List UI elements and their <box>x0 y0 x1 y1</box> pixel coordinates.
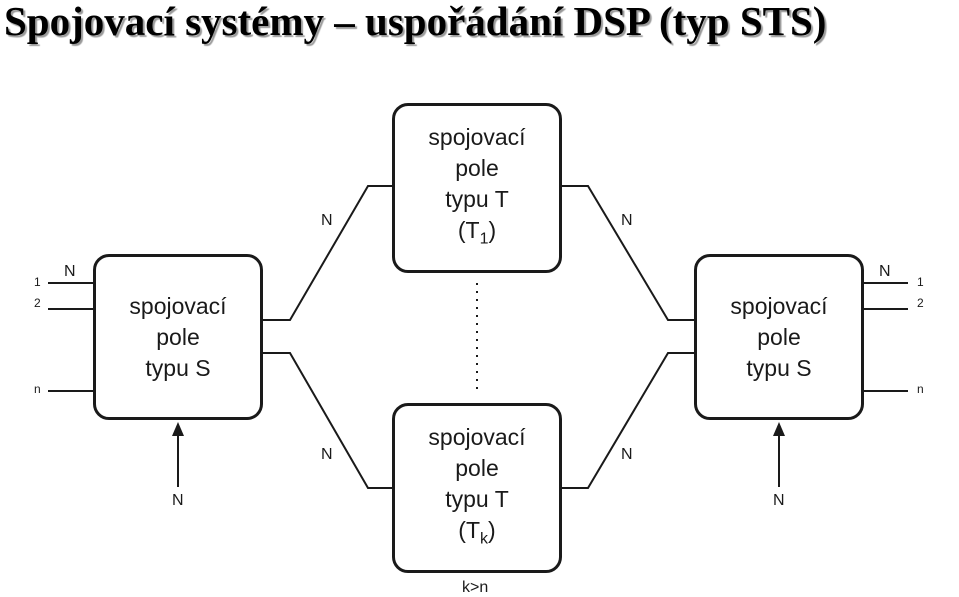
pin-right-n: n <box>917 382 924 396</box>
block-s-right: spojovací pole typu S <box>694 254 864 420</box>
block-t1-index-sub: 1 <box>479 230 489 248</box>
link-s-left-to-t1 <box>263 185 392 321</box>
block-t1-line-2: pole <box>455 154 499 181</box>
block-tk-line-2: pole <box>455 454 499 481</box>
block-s-left-line-1: spojovací <box>129 292 227 319</box>
block-tk: spojovací pole typu T (Tk) <box>392 403 562 573</box>
label-n-right-lower: N <box>621 446 633 463</box>
block-tk-index-prefix: (T <box>458 516 481 543</box>
pin-left-2: 2 <box>34 296 41 310</box>
block-tk-index: (Tk) <box>458 515 495 555</box>
block-s-right-line-1: spojovací <box>730 292 828 319</box>
label-n-control-right: N <box>773 492 785 509</box>
link-t1-to-s-right <box>562 185 694 321</box>
label-n-left-inputs: N <box>64 263 76 280</box>
label-condition: k>n <box>462 579 489 596</box>
block-tk-line-3: typu T <box>445 485 509 512</box>
slide-title: Spojovací systémy – uspořádání DSP (typ … <box>4 0 827 44</box>
block-t1-line-3: typu T <box>445 185 509 212</box>
block-s-left: spojovací pole typu S <box>93 254 263 420</box>
label-n-left-lower: N <box>321 446 333 463</box>
block-t1-index: (T1) <box>458 215 496 255</box>
block-s-right-line-2: pole <box>757 323 801 350</box>
block-s-left-line-3: typu S <box>145 354 211 381</box>
block-tk-index-suffix: ) <box>488 516 496 543</box>
block-s-left-line-2: pole <box>156 323 200 350</box>
pin-left-n: n <box>34 382 41 396</box>
pin-left-1: 1 <box>34 275 41 289</box>
pin-right-1: 1 <box>917 275 924 289</box>
control-arrow-left-icon <box>172 422 184 436</box>
block-t1: spojovací pole typu T (T1) <box>392 103 562 273</box>
block-t1-line-1: spojovací <box>428 123 526 150</box>
block-tk-line-1: spojovací <box>428 423 526 450</box>
control-arrow-right-icon <box>773 422 785 436</box>
block-s-right-line-3: typu S <box>746 354 812 381</box>
label-n-right-upper: N <box>621 212 633 229</box>
label-n-right-outputs: N <box>879 263 891 280</box>
block-tk-index-sub: k <box>480 530 489 548</box>
label-n-control-left: N <box>172 492 184 509</box>
block-t1-index-prefix: (T <box>457 216 480 243</box>
link-s-left-to-tk <box>263 352 392 489</box>
block-t1-index-suffix: ) <box>488 216 497 243</box>
pin-right-2: 2 <box>917 296 924 310</box>
link-tk-to-s-right <box>562 352 694 489</box>
label-n-left-upper: N <box>321 212 333 229</box>
